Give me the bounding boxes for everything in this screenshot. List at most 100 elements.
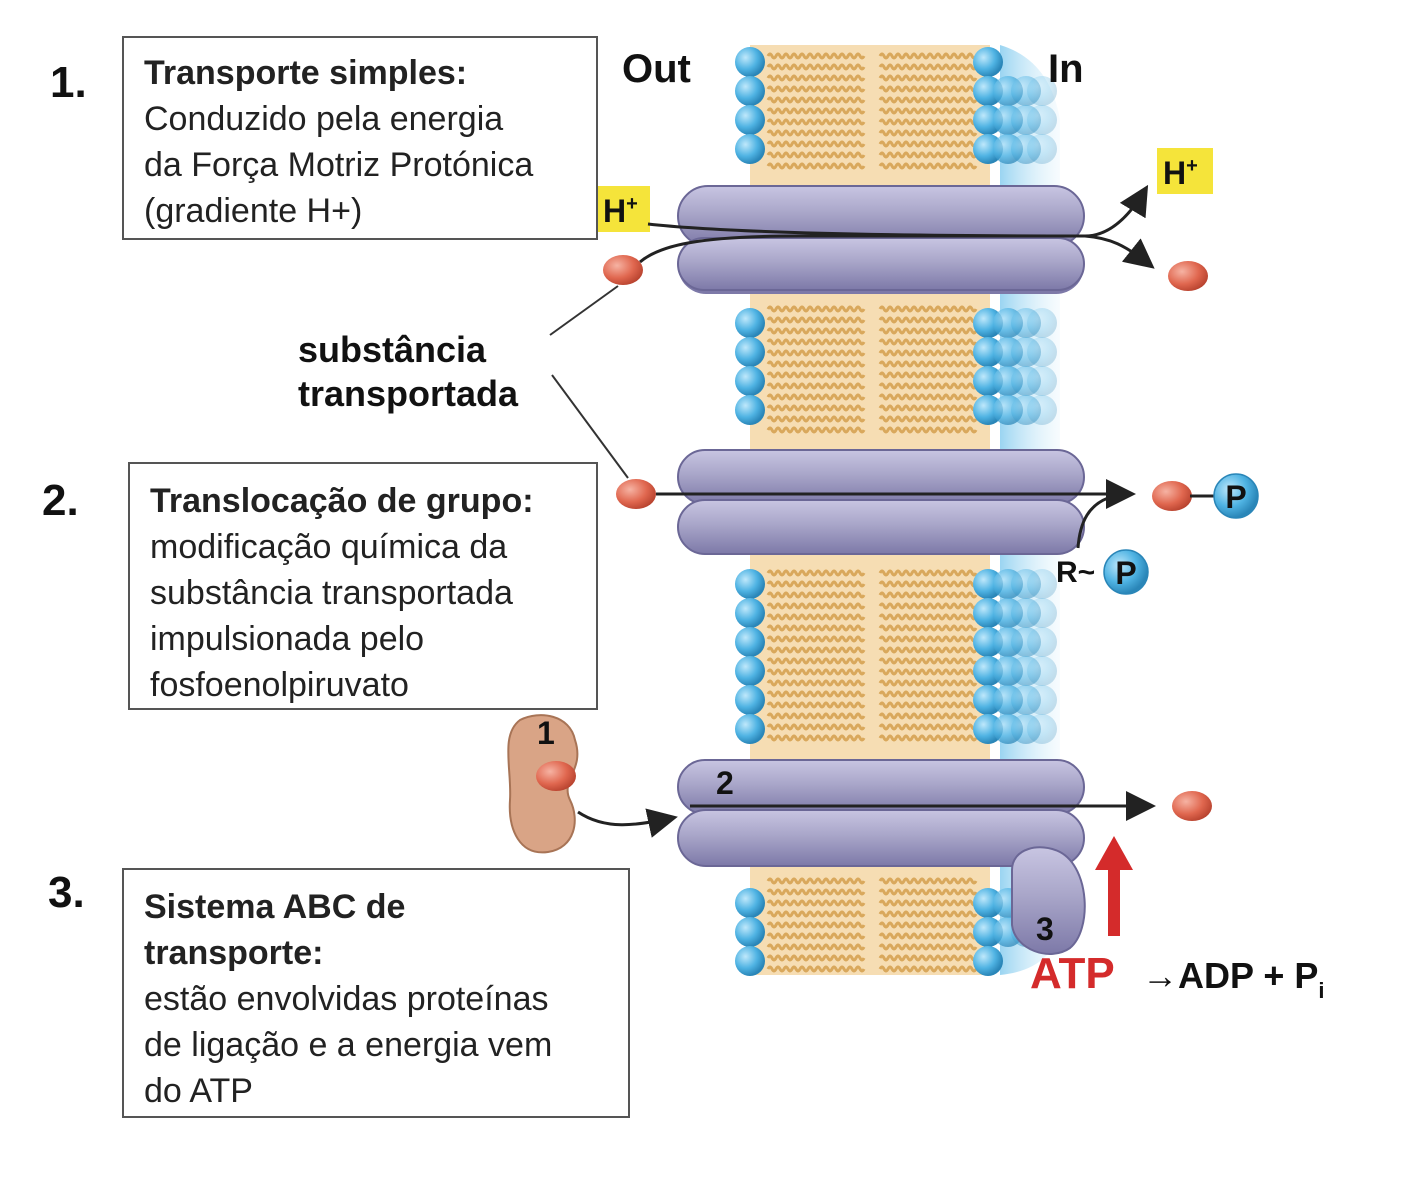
lipid-head (735, 76, 765, 106)
lipid-tail (766, 624, 866, 632)
lipid-tail (878, 690, 978, 698)
lipid-tail (878, 338, 978, 346)
proton-label-out: H+ (598, 186, 650, 232)
lipid-tail (766, 74, 866, 82)
substance-molecule-out-1 (603, 255, 643, 285)
lipid-tail (766, 393, 866, 401)
lipid-tail (878, 624, 978, 632)
lipid-tail (878, 921, 978, 929)
atp-energy-arrow (1095, 836, 1133, 936)
abc-part-label-2: 2 (716, 765, 734, 801)
lipid-tail (766, 877, 866, 885)
lipid-tail (878, 85, 978, 93)
lipid-tail (766, 954, 866, 962)
lipid-head (1027, 569, 1057, 599)
lipid-tail (878, 74, 978, 82)
lipid-tails (766, 52, 978, 973)
lipid-tail (878, 899, 978, 907)
lipid-tail (878, 679, 978, 687)
svg-text:P: P (1115, 555, 1136, 591)
lipid-head (1027, 714, 1057, 744)
lipid-head (735, 308, 765, 338)
atp-label: ATP (1030, 949, 1115, 998)
lipid-head (735, 105, 765, 135)
group-translocation-protein (677, 449, 1085, 555)
lipid-tail (766, 151, 866, 159)
lipid-tail (878, 965, 978, 973)
lipid-tail (766, 668, 866, 676)
lipid-tail (878, 888, 978, 896)
svg-text:P: P (1225, 479, 1246, 515)
phospho-donor-prefix: R~ (1056, 556, 1095, 589)
lipid-head (735, 47, 765, 77)
lipid-head (735, 598, 765, 628)
substance-molecule-out-2 (616, 479, 656, 509)
lipid-tail (766, 910, 866, 918)
lipid-head (1027, 656, 1057, 686)
lipid-tail (766, 602, 866, 610)
lipid-tail (766, 635, 866, 643)
step-number-3: 3. (48, 868, 85, 917)
lipid-tail (878, 910, 978, 918)
lipid-head (1027, 308, 1057, 338)
lipid-tail (878, 734, 978, 742)
lipid-tail (878, 349, 978, 357)
lipid-tail (878, 602, 978, 610)
lipid-tail (766, 85, 866, 93)
lipid-tail (878, 305, 978, 313)
lipid-tail (766, 118, 866, 126)
lipid-tail (878, 151, 978, 159)
lipid-tail (878, 118, 978, 126)
substance-label-line: transportada (298, 373, 519, 414)
step-box-group-translocation: Translocação de grupo: modificação quími… (128, 462, 598, 710)
binding-protein-delivery-arrow (577, 808, 678, 838)
substance-molecule-in-3 (1172, 791, 1212, 821)
lipid-tail (766, 734, 866, 742)
step-text-line: da Força Motriz Protónica (144, 146, 534, 184)
lipid-tail (766, 327, 866, 335)
lipid-tail (766, 679, 866, 687)
atp-hydrolyzing-subunit (1011, 846, 1086, 955)
abc-transporter-protein (677, 759, 1085, 867)
lipid-tail (878, 580, 978, 588)
lipid-tail (766, 701, 866, 709)
step-title: Sistema ABC de (144, 888, 406, 926)
lipid-head (735, 685, 765, 715)
lipid-tail (766, 591, 866, 599)
lipid-head (1027, 627, 1057, 657)
lipid-head (735, 395, 765, 425)
lipid-tail (766, 712, 866, 720)
lipid-tail (766, 965, 866, 973)
step-text-line: substância transportada (150, 574, 513, 612)
lipid-tail (878, 415, 978, 423)
substance-label-line: substância (298, 329, 487, 370)
lipid-tail (766, 613, 866, 621)
lipid-head (1027, 134, 1057, 164)
phosphate-group-donor: P (1103, 549, 1149, 595)
lipid-tail (878, 382, 978, 390)
lipid-tail (766, 415, 866, 423)
lipid-tail (766, 404, 866, 412)
lipid-tail (766, 162, 866, 170)
substance-flow-arrow-1 (639, 234, 1155, 269)
lipid-tail (766, 646, 866, 654)
lipid-tail (878, 426, 978, 434)
lipid-tail (766, 426, 866, 434)
step-text-line: de ligação e a energia vem (144, 1026, 553, 1064)
proton-label-in: H+ (1157, 148, 1213, 194)
lipid-tail (878, 657, 978, 665)
lipid-tail (766, 888, 866, 896)
substance-molecule-bound (536, 761, 576, 791)
lipid-tail (766, 360, 866, 368)
step-title: Translocação de grupo: (150, 482, 534, 520)
lipid-tail (766, 690, 866, 698)
lipid-tail (766, 723, 866, 731)
lipid-tail (878, 668, 978, 676)
lipid-head (1027, 337, 1057, 367)
lipid-tail (878, 404, 978, 412)
lipid-tail (766, 921, 866, 929)
lipid-tail (878, 723, 978, 731)
atp-products: →ADP + Pi (1142, 955, 1325, 1003)
step-text-line: (gradiente H+) (144, 192, 363, 230)
lipid-tail (766, 943, 866, 951)
